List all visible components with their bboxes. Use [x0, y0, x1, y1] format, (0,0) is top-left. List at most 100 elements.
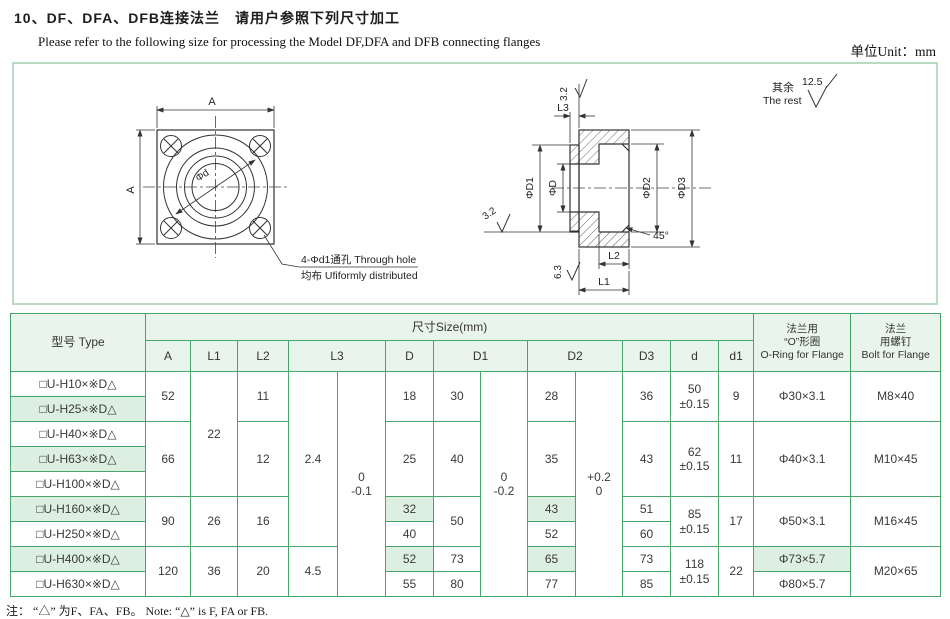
column-header-D2: D2 [527, 340, 623, 372]
rest-value-label: 12.5 [802, 76, 823, 88]
section-dimensions [484, 84, 700, 295]
table-cell: 60 [622, 521, 671, 547]
table-cell: 73 [622, 546, 671, 572]
table-cell: 43 [527, 496, 576, 522]
table-cell: M16×45 [850, 496, 942, 547]
front-view-dimensions [136, 106, 418, 268]
rest-en-label: The rest [763, 95, 802, 107]
table-cell: 30 [433, 371, 481, 422]
table-cell: 52 [527, 521, 576, 547]
table-cell: 52 [145, 371, 191, 422]
finish-symbols [496, 73, 838, 282]
table-cell: 17 [717, 496, 755, 547]
table-cell: M10×45 [850, 421, 942, 497]
column-header-D1: D1 [433, 340, 528, 372]
technical-drawing: A A Φd 4-Φd1通孔 Through hole 均布 Ufiformly… [125, 73, 838, 295]
dim-l1-label: L1 [598, 276, 610, 288]
dim-phi-d-label: Φd [194, 168, 211, 185]
table-cell: Φ40×3.1 [753, 421, 852, 497]
table-cell: 0 -0.1 [337, 371, 386, 597]
bolt-holes [160, 135, 271, 239]
dim-a-top-label: A [208, 96, 216, 108]
rest-cn-label: 其余 [772, 80, 794, 94]
table-cell: Φ30×3.1 [753, 371, 852, 422]
column-header-bolt: 法兰 用螺钉 Bolt for Flange [850, 313, 942, 372]
dim-l2-label: L2 [608, 250, 620, 262]
table-cell: 43 [622, 421, 671, 497]
dim-d1-label: ΦD1 [524, 177, 536, 199]
footnote: 注： “△” 为F、FA、FB。 Note: “△” is F, FA or F… [6, 604, 269, 618]
section-outline [569, 129, 630, 248]
table-cell: 51 [622, 496, 671, 522]
drawing-panel: A A Φd 4-Φd1通孔 Through hole 均布 Ufiformly… [12, 62, 938, 305]
through-hole-note-line1: 4-Φd1通孔 Through hole [301, 253, 416, 266]
table-cell: Φ73×5.7 [753, 546, 852, 572]
table-cell: 11 [237, 371, 289, 422]
table-cell: Φ80×5.7 [753, 571, 852, 597]
column-header-d1: d1 [717, 340, 755, 372]
table-cell: M20×65 [850, 546, 942, 597]
table-cell: M8×40 [850, 371, 942, 422]
dimension-table: 型号 Type 尺寸Size(mm) 法兰用 “O”形圈 O-Ring for … [10, 313, 942, 597]
column-header-A: A [145, 340, 191, 372]
table-cell: 16 [237, 496, 289, 547]
table-cell: 66 [145, 421, 191, 497]
finish-left-label: 3.2 [481, 205, 499, 222]
table-cell: Φ50×3.1 [753, 496, 852, 547]
table-cell: 2.4 [288, 371, 338, 547]
table-cell: 62 ±0.15 [670, 421, 719, 497]
column-header-L2: L2 [237, 340, 289, 372]
through-hole-note-line2: 均布 Ufiformly distributed [301, 270, 418, 282]
table-cell: 80 [433, 571, 481, 597]
model-type-cell: □U-H10×※D△ [10, 371, 146, 397]
table-cell: 85 ±0.15 [670, 496, 719, 547]
table-cell: 36 [190, 546, 238, 597]
table-cell: 65 [527, 546, 576, 572]
table-row: □U-H63×※D△ [10, 446, 941, 472]
table-cell: 77 [527, 571, 576, 597]
page-title: 10、DF、DFA、DFB连接法兰 请用户参照下列尺寸加工 [14, 10, 401, 26]
table-cell: 52 [385, 546, 434, 572]
table-cell: 73 [433, 546, 481, 572]
table-cell: 11 [717, 421, 755, 497]
finish-bottom-label: 6.3 [553, 265, 564, 279]
table-cell: +0.2 0 [575, 371, 623, 597]
table-cell: 12 [237, 421, 289, 497]
column-header-size: 尺寸Size(mm) [144, 313, 755, 341]
table-cell: 22 [717, 546, 755, 597]
column-header-type: 型号 Type [10, 313, 146, 372]
dim-a-left-label: A [125, 186, 137, 194]
table-row: □U-H100×※D△ [10, 471, 941, 497]
table-cell: 36 [622, 371, 671, 422]
model-type-cell: □U-H400×※D△ [10, 546, 146, 572]
dim-d-label: ΦD [547, 180, 559, 196]
model-type-cell: □U-H630×※D△ [10, 571, 146, 597]
table-cell: 50 ±0.15 [670, 371, 719, 422]
table-cell: 90 [145, 496, 191, 547]
model-type-cell: □U-H63×※D△ [10, 446, 146, 472]
table-cell: 55 [385, 571, 434, 597]
unit-label: 单位Unit：mm [850, 44, 936, 59]
table-cell: 35 [527, 421, 576, 497]
column-header-d: d [670, 340, 719, 372]
dim-d2-label: ΦD2 [641, 177, 653, 199]
table-cell: 120 [145, 546, 191, 597]
model-type-cell: □U-H250×※D△ [10, 521, 146, 547]
table-cell: 0 -0.2 [480, 371, 528, 597]
table-cell: 50 [433, 496, 481, 547]
table-cell: 32 [385, 496, 434, 522]
model-type-cell: □U-H25×※D△ [10, 396, 146, 422]
column-header-D3: D3 [622, 340, 671, 372]
dimension-table-wrap: 型号 Type 尺寸Size(mm) 法兰用 “O”形圈 O-Ring for … [10, 313, 942, 597]
table-cell: 85 [622, 571, 671, 597]
column-header-oring: 法兰用 “O”形圈 O-Ring for Flange [753, 313, 852, 372]
page-subtitle: Please refer to the following size for p… [38, 34, 541, 49]
table-cell: 40 [385, 521, 434, 547]
table-cell: 40 [433, 421, 481, 497]
